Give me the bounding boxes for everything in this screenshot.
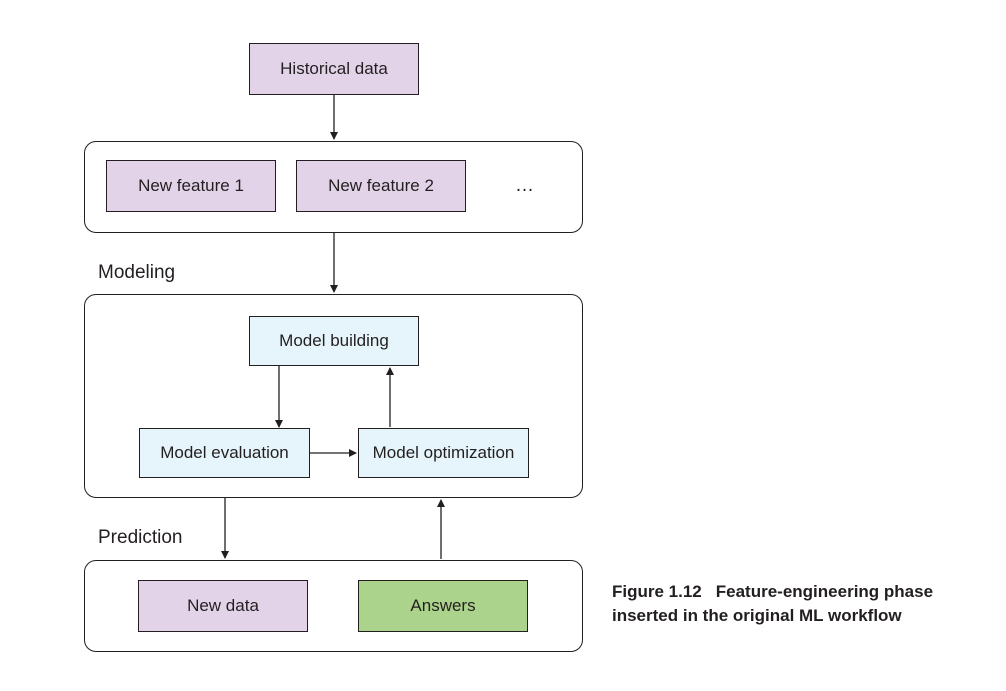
modeling-section-label: Modeling: [98, 262, 176, 283]
new-data-node: New data: [138, 580, 308, 632]
new-feature-2-node: New feature 2: [296, 160, 466, 212]
model-building-node: Model building: [249, 316, 419, 366]
new-feature-1-label: New feature 1: [138, 176, 244, 195]
model-building-label: Model building: [279, 331, 389, 350]
historical-data-node: Historical data: [249, 43, 419, 95]
answers-node: Answers: [358, 580, 528, 632]
prediction-section-label: Prediction: [98, 527, 183, 548]
new-feature-2-label: New feature 2: [328, 176, 434, 195]
modeling-panel: [84, 294, 583, 498]
model-evaluation-node: Model evaluation: [139, 428, 310, 478]
model-evaluation-label: Model evaluation: [160, 443, 289, 462]
prediction-panel: [84, 560, 583, 652]
new-data-label: New data: [187, 596, 259, 615]
figure-number: Figure 1.12: [612, 582, 702, 601]
model-optimization-label: Model optimization: [372, 443, 515, 462]
historical-data-label: Historical data: [280, 59, 388, 78]
model-optimization-node: Model optimization: [358, 428, 529, 478]
new-feature-1-node: New feature 1: [106, 160, 276, 212]
answers-label: Answers: [410, 596, 476, 615]
more-features-ellipsis: …: [515, 175, 536, 196]
feature-engineering-panel: [84, 141, 583, 233]
figure-caption-text: Feature-engineering phase inserted in th…: [612, 582, 934, 625]
